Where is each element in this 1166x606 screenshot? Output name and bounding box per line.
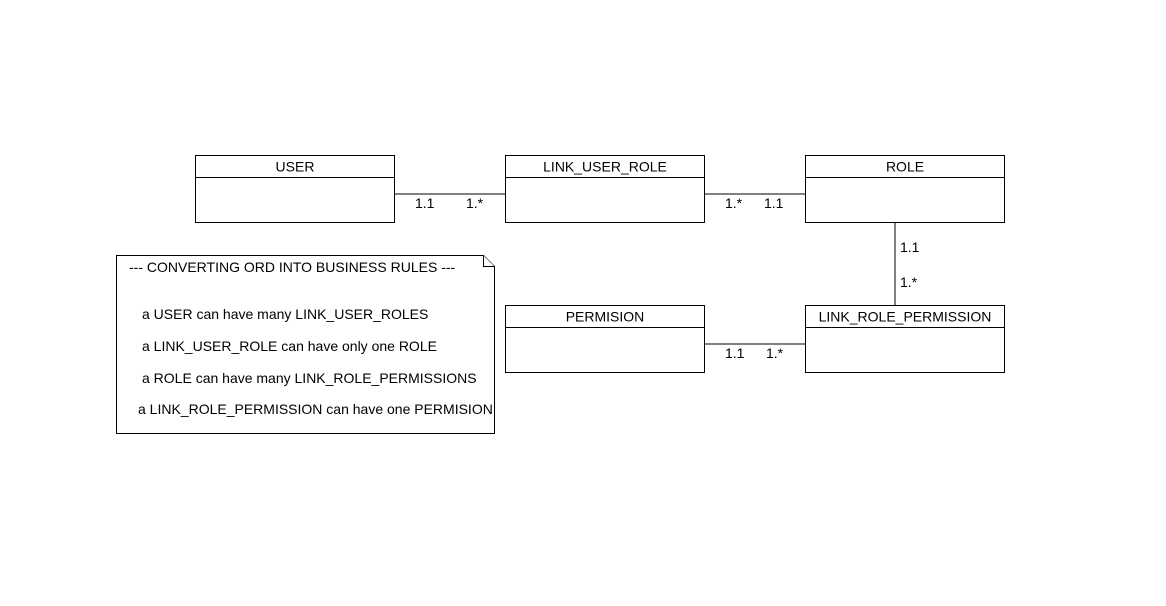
entity-link-role-permission-box[interactable] (805, 305, 1005, 373)
mult-role-left-side: 1.1 (764, 195, 784, 211)
entity-link-user-role-box[interactable] (505, 155, 705, 223)
entity-permision-box[interactable] (505, 305, 705, 373)
mult-link-role-permission-left-side: 1.* (766, 345, 784, 361)
note-rule-1: a USER can have many LINK_USER_ROLES (142, 306, 428, 322)
entity-link-user-role[interactable]: LINK_USER_ROLE (505, 155, 705, 223)
mult-link-role-permission-top-side: 1.* (900, 274, 918, 290)
mult-user-side: 1.1 (415, 195, 435, 211)
entity-role[interactable]: ROLE (805, 155, 1005, 223)
entity-user-title: USER (276, 159, 315, 175)
note-fold-corner (483, 255, 495, 267)
entity-link-role-permission-title: LINK_ROLE_PERMISSION (819, 309, 992, 325)
note-rule-2: a LINK_USER_ROLE can have only one ROLE (142, 338, 437, 354)
mult-link-user-role-right-side: 1.* (725, 195, 743, 211)
mult-role-bottom-side: 1.1 (900, 239, 920, 255)
mult-permision-side: 1.1 (725, 345, 745, 361)
entity-link-user-role-title: LINK_USER_ROLE (543, 159, 667, 175)
entity-role-box[interactable] (805, 155, 1005, 223)
entity-link-role-permission[interactable]: LINK_ROLE_PERMISSION (805, 305, 1005, 373)
entity-user[interactable]: USER (195, 155, 395, 223)
entity-user-box[interactable] (195, 155, 395, 223)
entity-role-title: ROLE (886, 159, 924, 175)
note-shape[interactable] (116, 255, 495, 434)
note-title: --- CONVERTING ORD INTO BUSINESS RULES -… (129, 259, 456, 275)
entity-permision[interactable]: PERMISION (505, 305, 705, 373)
business-rules-note[interactable]: --- CONVERTING ORD INTO BUSINESS RULES -… (116, 255, 495, 434)
mult-link-user-role-left-side: 1.* (466, 195, 484, 211)
entity-permision-title: PERMISION (566, 309, 645, 325)
note-rule-4: a LINK_ROLE_PERMISSION can have one PERM… (138, 401, 493, 417)
note-rule-3: a ROLE can have many LINK_ROLE_PERMISSIO… (142, 370, 477, 386)
